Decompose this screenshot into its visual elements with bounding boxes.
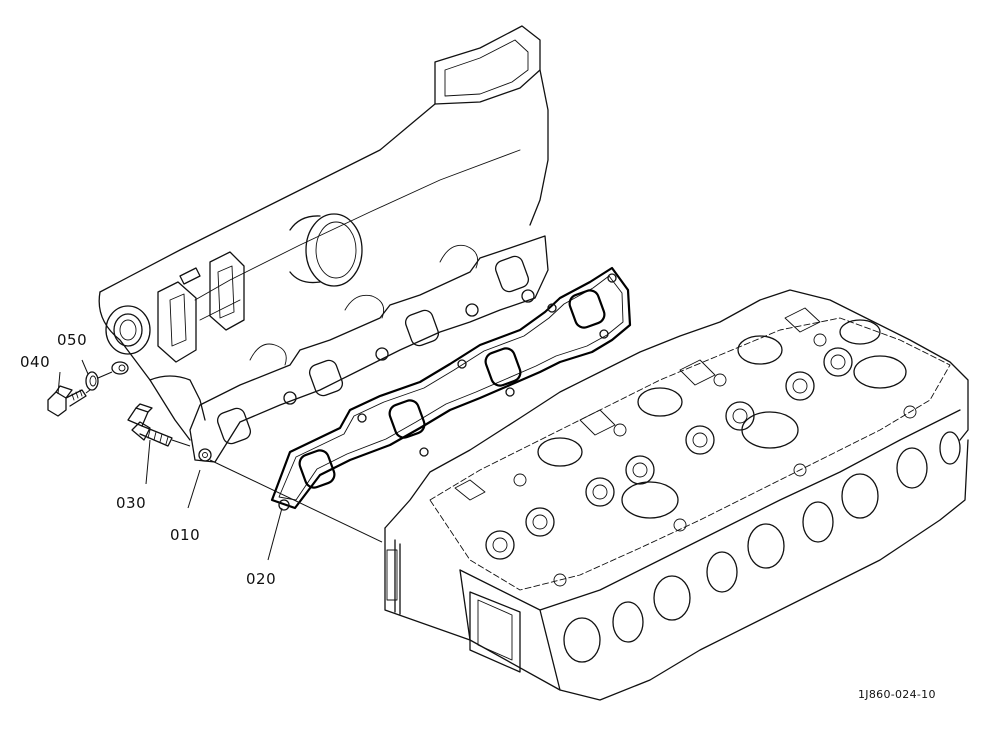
callout-030: 030 xyxy=(116,494,146,512)
reference-code: 1J860-024-10 xyxy=(858,688,936,701)
flange-bolt xyxy=(47,385,91,417)
callout-040: 040 xyxy=(20,353,50,371)
callout-010: 010 xyxy=(170,526,200,544)
washer xyxy=(85,371,113,391)
leader-lines xyxy=(57,359,383,561)
stud-bolt xyxy=(127,403,191,447)
callout-020: 020 xyxy=(246,570,276,588)
exhaust-manifold xyxy=(98,25,549,463)
cylinder-head xyxy=(384,289,969,701)
callout-050: 050 xyxy=(57,331,87,349)
manifold-gasket xyxy=(270,266,632,511)
